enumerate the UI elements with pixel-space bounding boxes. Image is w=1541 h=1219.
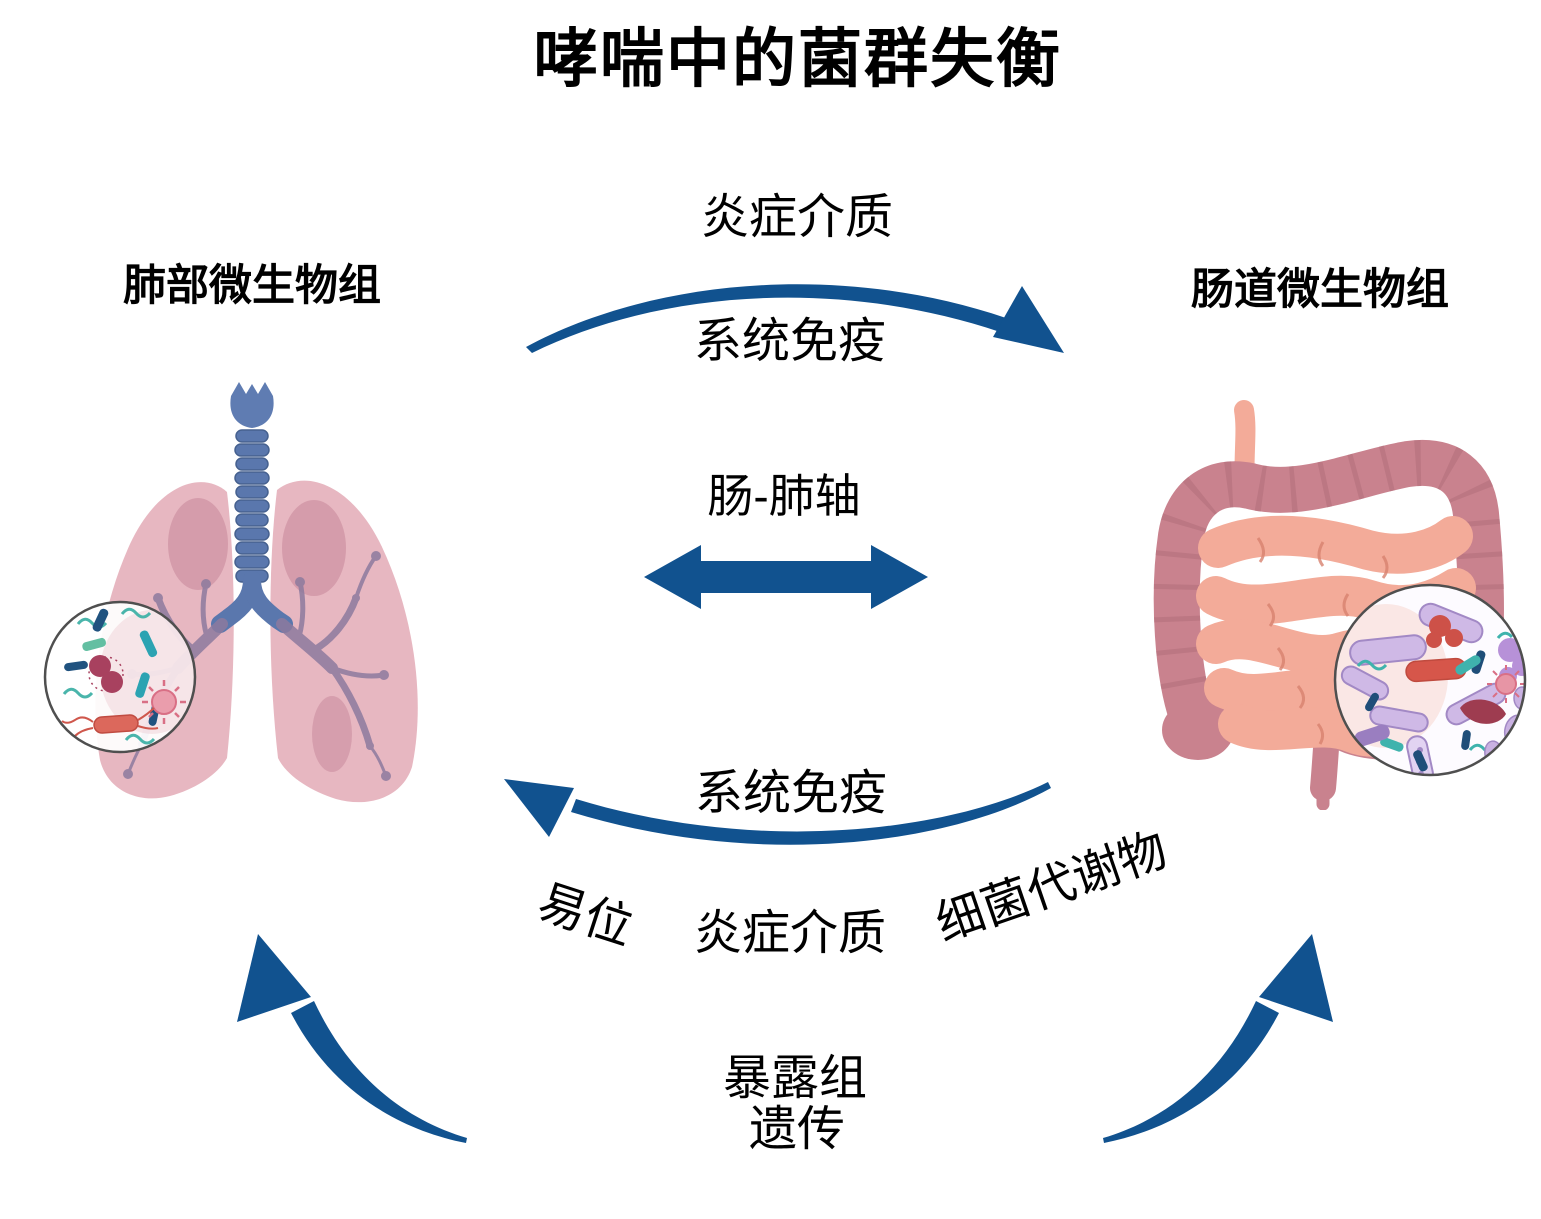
lung-microbiome-label: 肺部微生物组 xyxy=(123,262,381,310)
up-to-lung-arrow-curve xyxy=(291,1001,467,1143)
cecum xyxy=(1162,700,1234,760)
lung-microbes-magnifier xyxy=(43,600,197,754)
lung-to-gut-arrow xyxy=(526,284,1064,353)
gut-to-lung-arrowhead xyxy=(504,779,574,837)
lung-to-gut-arrowhead xyxy=(993,286,1064,353)
lungs-illustration xyxy=(43,382,418,803)
gut-illustration xyxy=(1153,400,1527,810)
left-lung-shading xyxy=(168,498,228,590)
trachea-rings xyxy=(234,429,270,583)
up-to-lung-arrow xyxy=(237,934,467,1143)
gut-microbiome-label: 肠道微生物组 xyxy=(1191,266,1449,314)
double-headed-arrow xyxy=(644,545,928,609)
up-to-gut-arrow xyxy=(1103,934,1333,1143)
gut-to-lung-arrow xyxy=(504,779,1051,845)
trachea xyxy=(211,382,293,633)
up-to-gut-arrow-curve xyxy=(1103,1001,1279,1143)
magnifier-ring xyxy=(43,600,197,754)
up-to-gut-arrowhead xyxy=(1259,934,1333,1022)
genetics-label: 遗传 xyxy=(748,1103,846,1156)
gut-bacteria xyxy=(1335,602,1525,775)
lung-to-gut-arrow-curve xyxy=(526,284,1006,353)
return-arrow-label-inflammatory-mediators: 炎症介质 xyxy=(693,907,887,960)
gut-lung-axis-label: 肠-肺轴 xyxy=(707,470,861,522)
magnifier-ring xyxy=(1333,583,1527,777)
gut-to-lung-arrow-curve xyxy=(571,782,1051,845)
colon-frame xyxy=(1153,440,1505,739)
exposome-label: 暴露组 xyxy=(722,1052,868,1105)
return-arrow-label-systemic-immunity: 系统免疫 xyxy=(694,767,888,820)
larynx xyxy=(230,382,274,428)
right-lung-inner-shading xyxy=(312,696,352,772)
lung-bacteria xyxy=(61,607,195,745)
top-arrow-label-systemic-immunity: 系统免疫 xyxy=(693,315,887,368)
top-arrow-label-inflammatory-mediators: 炎症介质 xyxy=(700,191,894,244)
page-title: 哮喘中的菌群失衡 xyxy=(534,23,1062,95)
gut-microbes-magnifier xyxy=(1333,583,1527,777)
up-to-lung-arrowhead xyxy=(237,934,311,1022)
right-lung-shading xyxy=(282,500,346,596)
gut-lung-axis-arrow xyxy=(644,545,928,609)
